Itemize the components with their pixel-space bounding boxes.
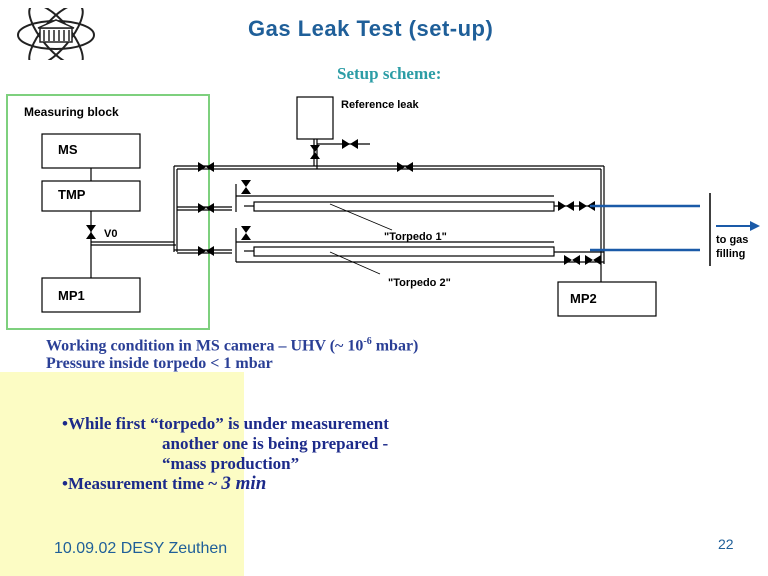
- mp2-box: [557, 281, 657, 317]
- to-gas-label: to gas: [716, 234, 748, 246]
- setup-scheme-diagram: Measuring block MS TMP V0 MP1 Reference …: [6, 94, 760, 330]
- torpedo-2: [253, 246, 555, 257]
- v0-label: V0: [104, 228, 117, 240]
- mp2-label: MP2: [570, 291, 597, 306]
- working-condition-text: Working condition in MS camera – UHV (~ …: [46, 336, 418, 355]
- slide-subtitle: Setup scheme:: [337, 64, 442, 83]
- measuring-block-label: Measuring block: [24, 105, 119, 119]
- reference-leak-box: [296, 96, 334, 140]
- torpedo-1: [253, 201, 555, 212]
- yellow-background-band: [0, 372, 244, 576]
- bullet-1-line-3: “mass production”: [162, 454, 300, 473]
- bullet-1-line-1: •While first “torpedo” is under measurem…: [62, 414, 389, 433]
- ms-label: MS: [58, 142, 78, 157]
- mp1-label: MP1: [58, 288, 85, 303]
- bullet-2-text: •Measurement time ~: [62, 474, 222, 493]
- ms-box: [41, 133, 141, 169]
- reference-leak-label: Reference leak: [341, 99, 420, 111]
- footer-date-location: 10.09.02 DESY Zeuthen: [54, 540, 228, 557]
- page-number: 22: [718, 536, 734, 552]
- tmp-label: TMP: [58, 187, 86, 202]
- bullet-list: •While first “torpedo” is under measurem…: [62, 414, 389, 494]
- filling-label: filling: [716, 248, 745, 260]
- condition-line1-exponent: -6: [363, 336, 372, 347]
- condition-line1-unit: mbar): [371, 337, 419, 355]
- measurement-time-value: 3 min: [221, 473, 267, 494]
- tmp-box: [41, 180, 141, 212]
- measuring-block-frame: [6, 94, 210, 330]
- v0-valve: [86, 225, 96, 239]
- slide-title: Gas Leak Test (set-up): [248, 16, 494, 41]
- torpedo-1-label: "Torpedo 1": [384, 231, 447, 243]
- institute-logo: [17, 8, 95, 60]
- condition-line1-text: Working condition in MS camera – UHV (~ …: [46, 337, 364, 355]
- bullet-1-line-2: another one is being prepared -: [162, 434, 389, 453]
- bullet-2: •Measurement time ~ 3 min: [62, 474, 389, 494]
- mp1-box: [41, 277, 141, 313]
- torpedo-pressure-text: Pressure inside torpedo < 1 mbar: [46, 355, 273, 372]
- torpedo-2-label: "Torpedo 2": [388, 277, 451, 289]
